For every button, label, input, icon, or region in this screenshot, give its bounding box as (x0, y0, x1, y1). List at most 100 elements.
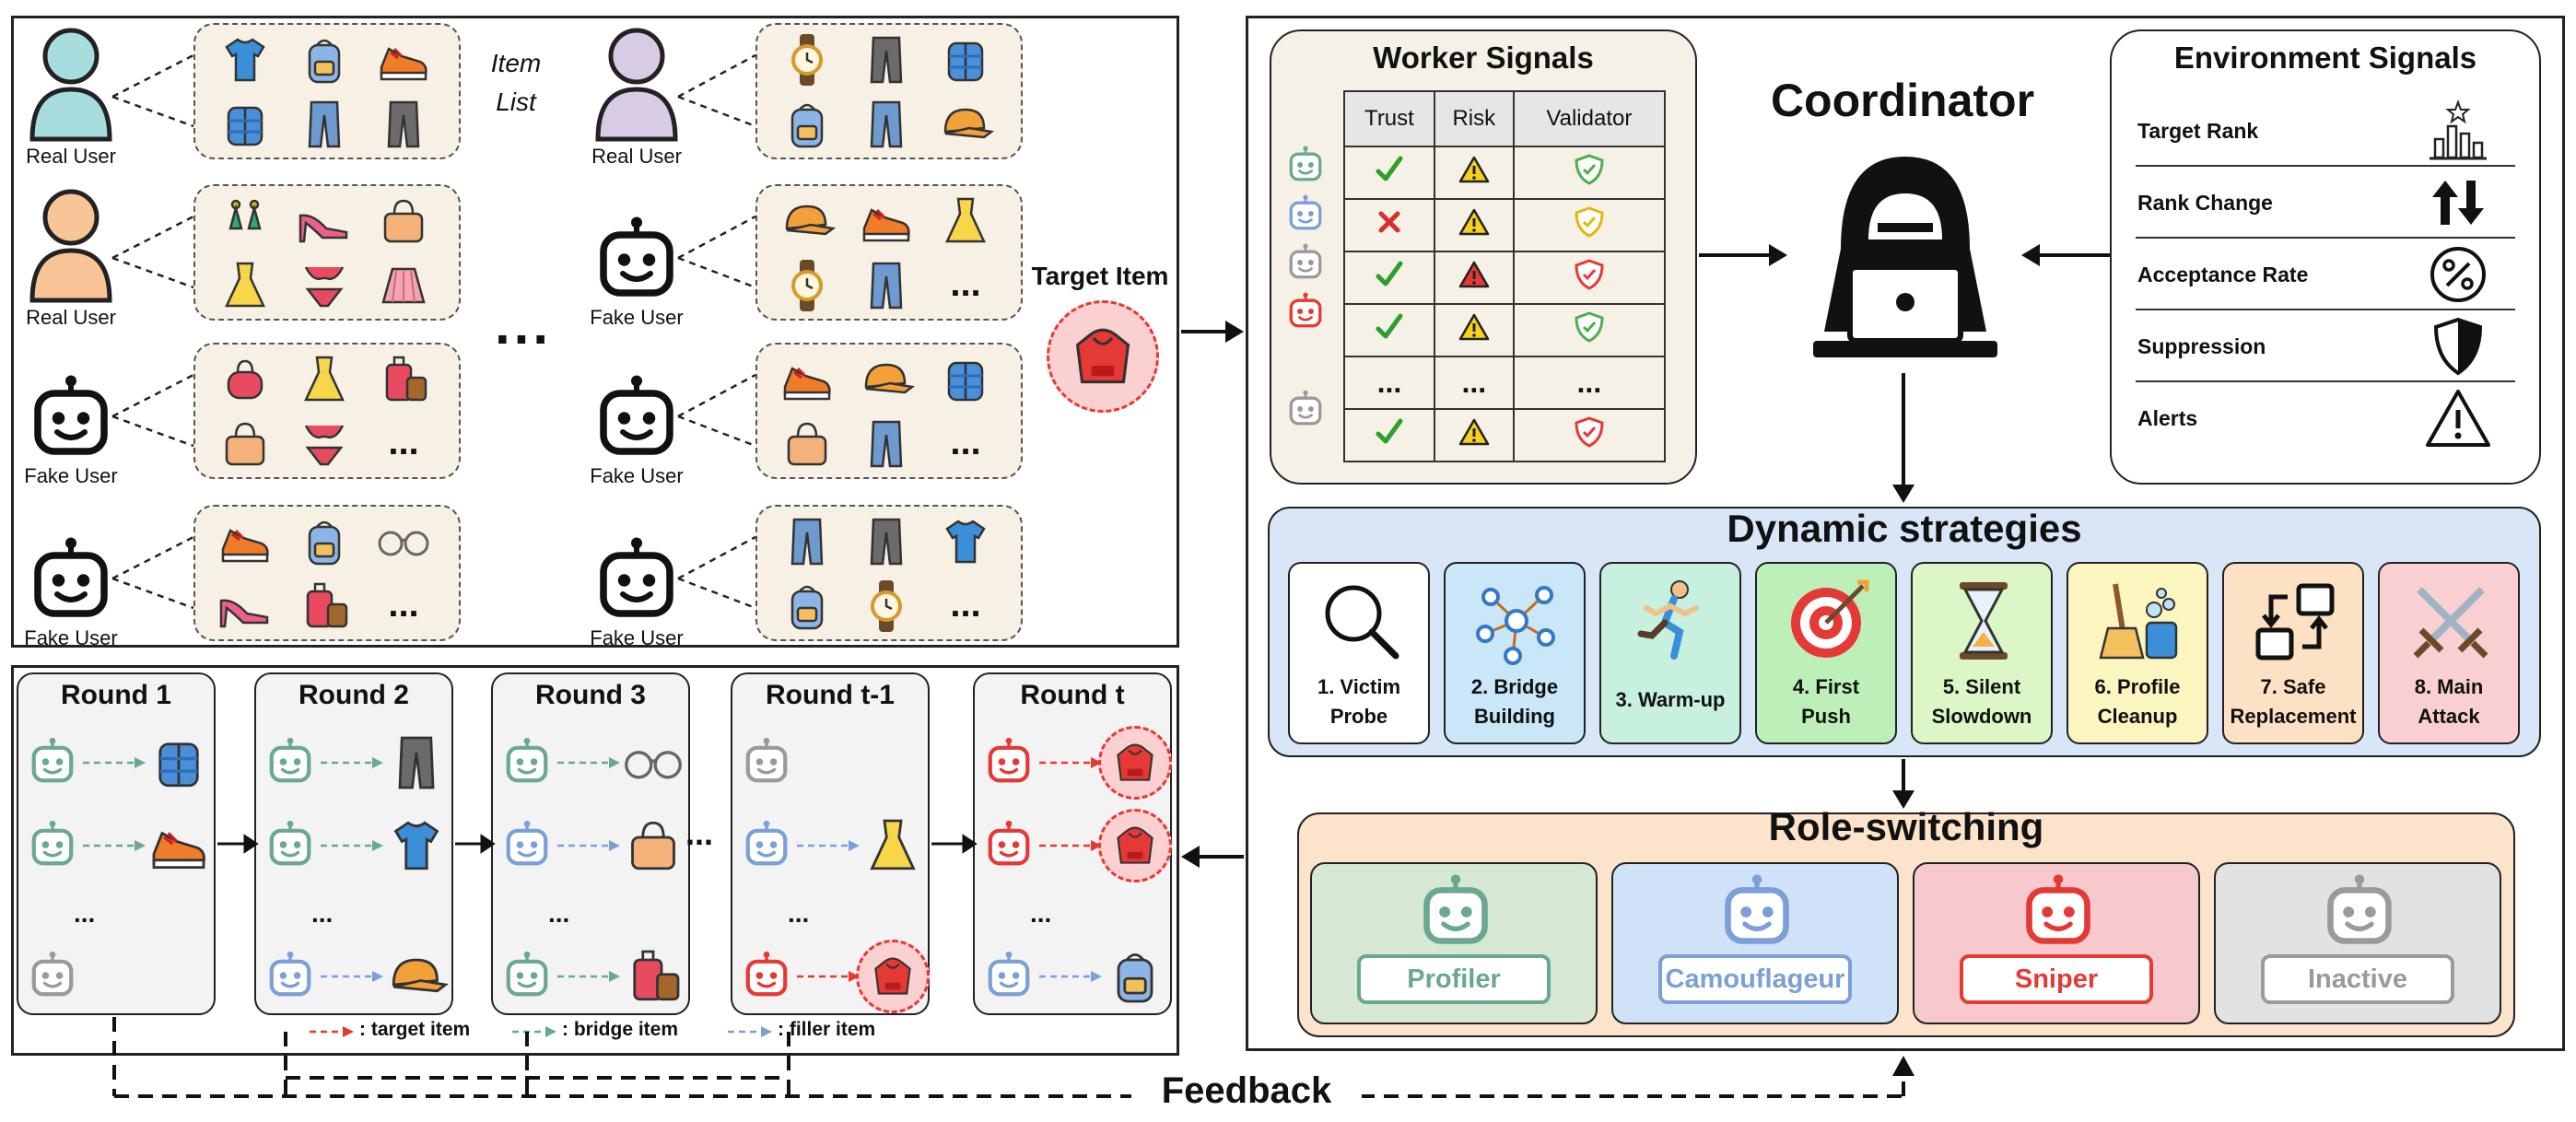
dress-icon (216, 256, 275, 315)
user-label: Fake User (590, 464, 684, 487)
round-robot-icon (984, 820, 1036, 871)
handbag-icon (620, 812, 686, 879)
role-tag: Profiler (1357, 954, 1551, 1004)
watch-icon (857, 577, 916, 636)
validator-cell (1512, 251, 1667, 305)
dashed-arrow (83, 838, 147, 853)
handbag-icon (374, 192, 433, 251)
validator-cell (1512, 198, 1667, 252)
dashed-arrow (321, 838, 385, 853)
item-list-label: Item List (490, 49, 542, 116)
round-title: Round 3 (535, 680, 646, 710)
shield-check-icon (1575, 415, 1604, 448)
heels-icon (295, 192, 354, 251)
strategy-card: 8. Main Attack (2378, 562, 2520, 744)
shield-check-icon (1575, 153, 1604, 185)
round-robot-icon (265, 820, 317, 871)
env-signal-label: Target Rank (2137, 119, 2259, 143)
worker-robot-icon (1286, 146, 1327, 186)
user-label: Fake User (24, 626, 118, 649)
jacket-icon (936, 30, 995, 89)
purse-icon (216, 350, 275, 409)
magnifier-icon (1317, 577, 1405, 665)
network-icon (1472, 577, 1561, 665)
jacket-icon (216, 95, 275, 154)
strategy-label: 5. Silent Slowdown (1931, 675, 2032, 728)
percent-icon (2421, 242, 2495, 307)
dynamic-strategies-title: Dynamic strategies (1727, 507, 2082, 550)
user-label: Real User (26, 145, 116, 168)
column-header: Risk (1433, 90, 1515, 147)
user-label: Fake User (24, 464, 118, 487)
worker-row (1343, 198, 1667, 252)
tshirt-icon (936, 512, 995, 571)
arrow-head (1769, 244, 1787, 266)
worker-row (1343, 146, 1667, 200)
user-label: Fake User (590, 626, 684, 649)
more-items-ellipsis: ... (950, 263, 981, 304)
watch-icon (778, 30, 837, 89)
heels-icon (216, 577, 275, 636)
dashed-arrow (557, 969, 622, 984)
dress-icon (936, 192, 995, 251)
trust-cell (1343, 198, 1435, 252)
role-robot-icon (1417, 873, 1494, 951)
item-list-box: ... (193, 505, 461, 641)
fake-user-robot-icon (586, 352, 687, 462)
round-ellipsis: ... (311, 899, 334, 928)
dress-icon (295, 350, 354, 409)
jeans-icon (857, 415, 916, 473)
target-hoodie-icon (856, 940, 930, 1013)
round-robot-icon (28, 951, 79, 1002)
risk-cell (1433, 198, 1515, 252)
watch-icon (778, 256, 837, 315)
skirt-icon (374, 256, 433, 315)
round-robot-icon (502, 737, 554, 789)
ellipsis-cell: ... (1343, 356, 1435, 410)
round-card: Round t-1 ... (731, 672, 930, 1015)
ellipsis-cell: ... (1433, 356, 1515, 410)
dashed-arrow (797, 969, 861, 984)
round-card: Round t ... (973, 672, 1172, 1015)
cap-icon (778, 192, 837, 251)
dashed-arrow (1039, 969, 1104, 984)
risk-cell (1433, 303, 1515, 357)
dashed-arrow (321, 969, 385, 984)
user-label: Real User (26, 306, 116, 329)
warning-icon (1458, 261, 1490, 287)
trousers-icon (383, 730, 450, 796)
more-items-ellipsis: ... (950, 584, 981, 625)
risk-cell (1433, 408, 1515, 462)
trousers-icon (857, 30, 916, 89)
strategy-label: 7. Safe Replacement (2230, 675, 2357, 728)
validator-cell (1512, 408, 1667, 462)
up-down-arrows-icon (2421, 170, 2495, 235)
legend-arrow (728, 1024, 774, 1039)
arrow-head (1892, 1056, 1914, 1076)
warning-icon (1458, 418, 1490, 445)
worker-robot-icon (1286, 243, 1327, 284)
legend-label: : target item (359, 1019, 471, 1040)
round-ellipsis: ... (788, 899, 810, 928)
arrow-head (2021, 244, 2040, 266)
dashed-arrow (1039, 755, 1104, 770)
check-icon (1376, 261, 1403, 286)
role-robot-icon (2321, 873, 2398, 951)
role-card: Profiler (1310, 862, 1598, 1024)
legend-arrow (512, 1024, 558, 1039)
risk-cell (1433, 146, 1515, 200)
strategy-card: 5. Silent Slowdown (1911, 562, 2053, 744)
glasses-icon (374, 512, 433, 571)
round-robot-icon (28, 820, 79, 871)
worker-row (1343, 251, 1667, 305)
dashed-arrow (797, 838, 861, 853)
round-title: Round t (1020, 680, 1125, 710)
swap-icon (2251, 577, 2339, 665)
trust-cell (1343, 408, 1435, 462)
earrings-icon (216, 192, 275, 251)
round-robot-icon (502, 951, 554, 1002)
strategy-card: 3. Warm-up (1599, 562, 1741, 744)
